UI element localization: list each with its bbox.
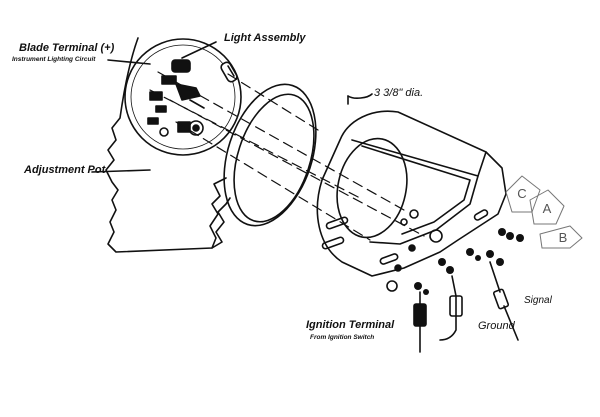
tag-c-outline (505, 175, 541, 213)
terminal-tag-c: C (517, 186, 527, 201)
tag-b-outline (539, 225, 583, 249)
signal-label: Signal (524, 295, 552, 306)
instrument-lighting-label: Instrument Lighting Circuit (12, 56, 96, 63)
ground-label: Ground (478, 320, 515, 332)
tag-a-outline (529, 189, 565, 225)
dash-panel-outline (105, 37, 231, 253)
gauge-face-ring (223, 83, 317, 227)
terminal-tag-a: A (542, 201, 552, 216)
terminal-tag-b: B (558, 230, 568, 245)
light-assembly-label: Light Assembly (224, 32, 306, 44)
mounting-bracket (316, 110, 507, 277)
blade-terminal-label: Blade Terminal (+) (19, 42, 115, 54)
ignition-terminal-label: Ignition Terminal (306, 319, 395, 331)
gauge-back-circle (124, 38, 242, 156)
from-ignition-switch-label: From Ignition Switch (310, 334, 375, 341)
diameter-label: 3 3/8" dia. (374, 87, 424, 99)
adjustment-pot-label: Adjustment Pot (24, 164, 106, 176)
